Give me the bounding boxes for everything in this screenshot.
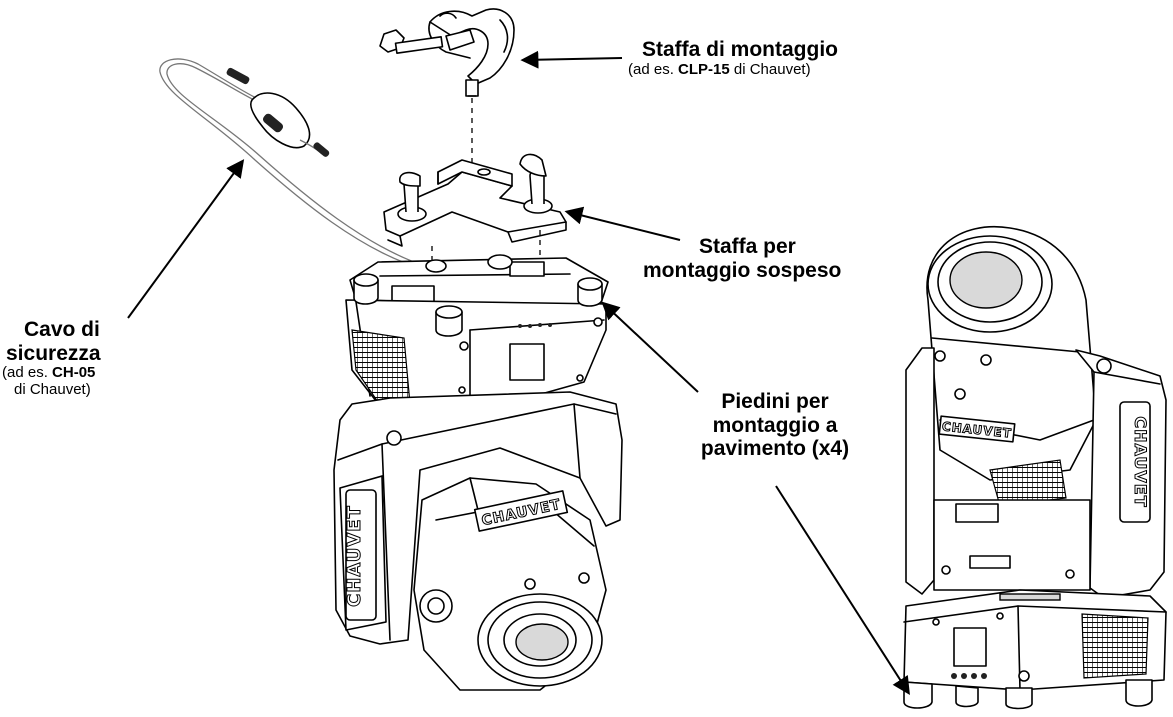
- safety-cable-line2: sicurezza: [6, 341, 101, 365]
- hanging-bracket-line1: Staffa per: [699, 235, 796, 258]
- moving-head-fixture-standing-icon: CHAUVET CHAUVET: [903, 226, 1167, 710]
- moving-head-fixture-icon: CHAUVET CHAUVET: [333, 254, 623, 691]
- floor-feet-line3: pavimento (x4): [700, 437, 850, 461]
- safety-cable-example-line2: di Chauvet): [14, 380, 91, 398]
- mounting-clamp-label: Staffa di montaggio (ad es. CLP-15 di Ch…: [628, 38, 838, 78]
- safety-cable-icon: [159, 58, 426, 269]
- safety-cable-line1: Cavo di: [24, 318, 100, 341]
- mounting-clamp-title: Staffa di montaggio: [642, 38, 838, 61]
- hanging-bracket-label: Staffa per montaggio sospeso: [643, 235, 841, 282]
- standing-yoke-logo: CHAUVET: [1131, 416, 1150, 507]
- safety-cable-label: Cavo di sicurezza (ad es. CH-05 di Chauv…: [2, 318, 122, 399]
- safety-cable-example: (ad es. CH-05: [2, 364, 96, 382]
- floor-feet-line1: Piedini per: [721, 390, 829, 413]
- clamp-icon: [379, 8, 515, 97]
- fixture-logo: CHAUVET: [344, 505, 365, 607]
- mounting-clamp-example: (ad es. CLP-15 di Chauvet): [628, 60, 811, 78]
- floor-feet-line2: montaggio a: [712, 413, 838, 437]
- bracket-icon: [383, 153, 567, 247]
- arrow-icon: [127, 50, 910, 696]
- hanging-bracket-line2: montaggio sospeso: [643, 258, 842, 282]
- floor-feet-label: Piedini per montaggio a pavimento (x4): [660, 390, 890, 461]
